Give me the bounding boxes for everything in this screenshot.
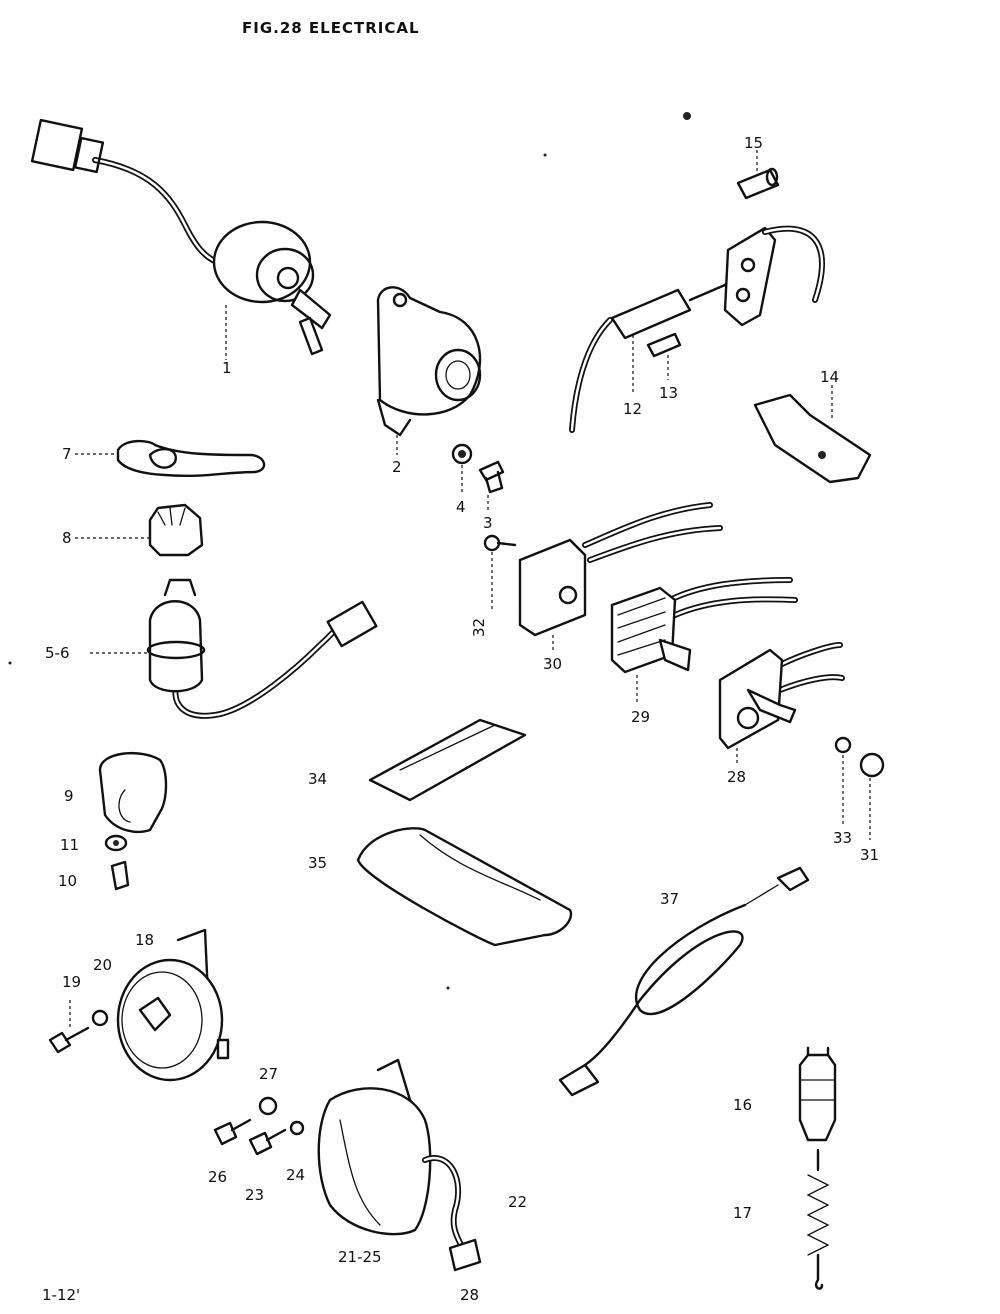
washer-part-11 [104, 834, 128, 852]
label-24: 24 [286, 1166, 305, 1184]
label-26: 26 [208, 1168, 227, 1186]
horn-part-18 [116, 928, 230, 1082]
label-13: 13 [659, 384, 678, 402]
relay-cup-part [376, 286, 482, 437]
label-5-6: 5-6 [45, 644, 70, 662]
screw-part-10 [110, 860, 130, 891]
label-2: 2 [392, 458, 402, 476]
label-30: 30 [543, 655, 562, 673]
nut-part-20 [91, 1009, 109, 1027]
connector-part-30 [518, 502, 723, 637]
label-7: 7 [62, 445, 72, 463]
bolt-part-26 [213, 1118, 252, 1146]
label-32: 32 [470, 618, 488, 637]
screw-part-3 [478, 460, 505, 494]
nut-part-27 [258, 1096, 278, 1116]
fuse-holder-part [569, 225, 825, 433]
footer-left: 1-12' [42, 1286, 80, 1304]
label-29: 29 [631, 708, 650, 726]
cover-part-9 [98, 751, 168, 834]
label-21-25: 21-25 [338, 1248, 382, 1266]
spring-part-17 [806, 1148, 830, 1290]
label-35: 35 [308, 854, 327, 872]
socket-part-28 [718, 642, 845, 750]
fuse-part-13 [646, 332, 682, 358]
label-16: 16 [733, 1096, 752, 1114]
label-15: 15 [744, 134, 763, 152]
label-23: 23 [245, 1186, 264, 1204]
screw-part-32 [483, 534, 517, 552]
label-20: 20 [93, 956, 112, 974]
strap-part-34 [368, 718, 527, 802]
label-1: 1 [222, 359, 232, 377]
switch-part-5-6 [146, 578, 378, 719]
label-4: 4 [456, 498, 466, 516]
label-19: 19 [62, 973, 81, 991]
ignition-switch-part [30, 118, 332, 356]
bracket-part-14 [753, 393, 872, 484]
label-31: 31 [860, 846, 879, 864]
horn-part-21-25 [317, 1058, 482, 1272]
plate-part-7 [116, 439, 266, 478]
label-34: 34 [308, 770, 327, 788]
connector-part-29 [610, 577, 798, 674]
tray-part-35 [356, 827, 573, 947]
label-18: 18 [135, 931, 154, 949]
label-33: 33 [833, 829, 852, 847]
washer-part-24 [289, 1120, 305, 1136]
label-9: 9 [64, 787, 74, 805]
nut-part-33 [834, 736, 852, 754]
label-11: 11 [60, 836, 79, 854]
figure-title: FIG.28 ELECTRICAL [242, 19, 420, 37]
label-8: 8 [62, 529, 72, 547]
label-27: 27 [259, 1065, 278, 1083]
label-10: 10 [58, 872, 77, 890]
label-17: 17 [733, 1204, 752, 1222]
label-14: 14 [820, 368, 839, 386]
label-3: 3 [483, 514, 493, 532]
cable-part-37 [558, 866, 810, 1097]
label-37: 37 [660, 890, 679, 908]
bolt-part-19 [48, 1026, 90, 1054]
bolt-part-23 [248, 1128, 287, 1156]
fuse-part-15 [736, 167, 780, 200]
label-22: 22 [508, 1193, 527, 1211]
cap-part-8 [148, 503, 204, 557]
nut-part-4 [451, 443, 473, 465]
label-12: 12 [623, 400, 642, 418]
footer-bottom: 28 [460, 1286, 479, 1304]
cap-part-31 [859, 752, 885, 778]
switch-part-16 [798, 1046, 837, 1142]
label-28: 28 [727, 768, 746, 786]
